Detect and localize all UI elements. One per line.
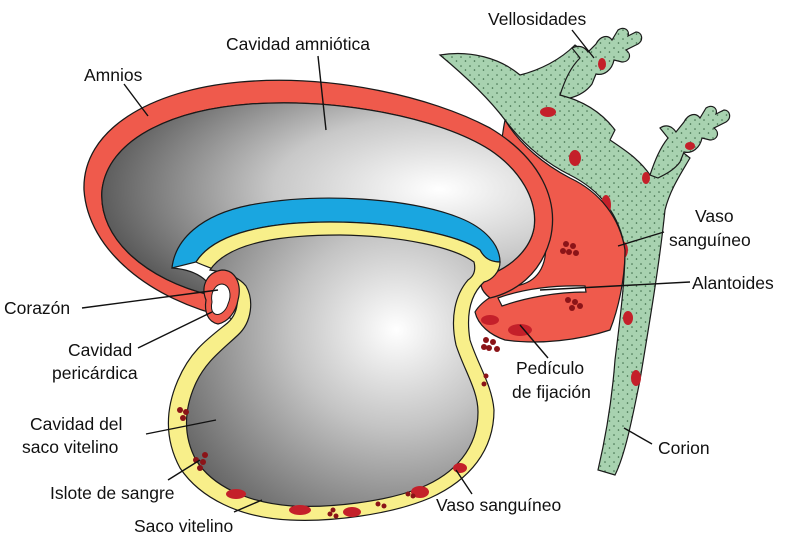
label-pediculo-2: de fijación <box>512 382 591 402</box>
label-cavidad-pericardica-2: pericárdica <box>52 363 138 383</box>
label-corion: Corion <box>658 438 710 458</box>
label-corazon: Corazón <box>4 298 70 318</box>
label-vellosidades: Vellosidades <box>488 9 587 29</box>
label-cavidad-amniotica: Cavidad amniótica <box>226 34 370 54</box>
label-amnios: Amnios <box>84 65 143 85</box>
label-islote: Islote de sangre <box>50 483 175 503</box>
label-cavidad-saco-1: Cavidad del <box>30 414 122 434</box>
label-cavidad-pericardica-1: Cavidad <box>68 340 132 360</box>
label-cavidad-saco-2: saco vitelino <box>22 437 118 457</box>
label-vaso-sanguineo-bottom: Vaso sanguíneo <box>436 495 561 515</box>
label-vaso-sanguineo-1: Vaso <box>695 206 734 226</box>
label-vaso-sanguineo-2: sanguíneo <box>669 230 751 250</box>
label-alantoides: Alantoides <box>692 273 774 293</box>
label-saco-vitelino: Saco vitelino <box>134 516 233 536</box>
label-pediculo-1: Pedículo <box>516 358 584 378</box>
yolk-sac <box>168 222 500 520</box>
